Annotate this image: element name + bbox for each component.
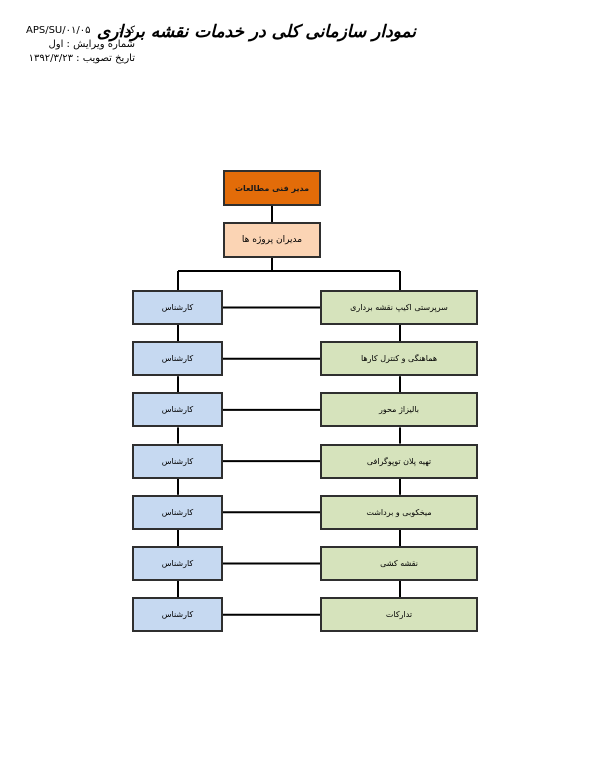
document-info: کد : شماره ویرایش : اول تاریخ تصویب : ۱۳…: [10, 24, 135, 66]
team-box: تدارکات: [320, 597, 478, 633]
approval-row: تاریخ تصویب : ۱۳۹۲/۳/۲۳: [10, 52, 135, 66]
expert-label: کارشناس: [161, 610, 194, 620]
expert-label: کارشناس: [161, 559, 194, 568]
expert-box: کارشناس: [132, 546, 223, 581]
team-box: تهیه پلان توپوگرافی: [320, 443, 478, 479]
expert-box: کارشناس: [132, 494, 223, 530]
technical-director-label: مدیر فنی مطالعات: [234, 183, 310, 193]
project-managers-box: مدیران پروژه ها: [223, 222, 321, 258]
team-label: تدارکات: [385, 610, 413, 620]
expert-box: کارشناس: [132, 392, 223, 428]
team-box: میخکوبی و برداشت: [320, 494, 478, 530]
approval-value: ۱۳۹۲/۳/۲۳: [28, 53, 73, 64]
expert-label: کارشناس: [161, 507, 194, 517]
expert-box: کارشناس: [132, 597, 223, 633]
expert-label: کارشناس: [161, 303, 194, 312]
team-box: هماهنگی و کنترل کارها: [320, 341, 478, 377]
team-label: سرپرستی اکیپ نقشه برداری: [350, 303, 448, 312]
team-label: میخکوبی و برداشت: [366, 507, 432, 517]
team-label: هماهنگی و کنترل کارها: [360, 354, 438, 364]
team-box: نقشه کشی: [320, 546, 478, 581]
expert-label: کارشناس: [161, 405, 194, 415]
expert-box: کارشناس: [132, 290, 223, 325]
code-label: کد :: [118, 25, 135, 36]
expert-label: کارشناس: [161, 456, 194, 466]
revision-value: اول: [48, 39, 64, 50]
code-value-wrap: APS/SU/۰۱/۰۵: [26, 24, 90, 38]
team-label: تهیه پلان توپوگرافی: [366, 456, 432, 466]
technical-director-box: مدیر فنی مطالعات: [223, 170, 321, 206]
revision-label: شماره ویرایش :: [66, 39, 135, 50]
team-box: سرپرستی اکیپ نقشه برداری: [320, 290, 478, 325]
team-box: بالیزاژ محور: [320, 392, 478, 428]
expert-box: کارشناس: [132, 341, 223, 377]
revision-row: شماره ویرایش : اول: [10, 38, 135, 52]
team-label: بالیزاژ محور: [379, 405, 420, 415]
page-title: نمودار سازمانی کلی در خدمات نقشه برداری: [96, 22, 416, 42]
code-row: کد :: [10, 24, 135, 38]
team-label: نقشه کشی: [380, 559, 418, 568]
expert-box: کارشناس: [132, 443, 223, 479]
approval-label: تاریخ تصویب :: [76, 53, 135, 64]
expert-label: کارشناس: [161, 354, 194, 364]
code-value: APS/SU/۰۱/۰۵: [26, 25, 91, 36]
project-managers-label: مدیران پروژه ها: [241, 235, 303, 245]
